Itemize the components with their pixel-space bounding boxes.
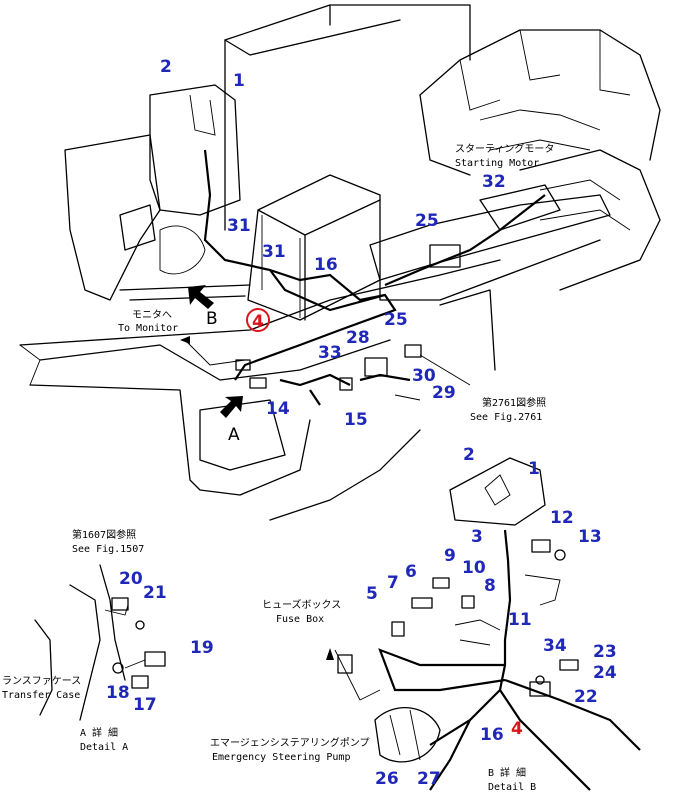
callout-b-26: 26 — [375, 769, 399, 789]
callout-b-27: 27 — [417, 769, 441, 789]
detail-a-title-jp: A 詳 細 — [80, 726, 118, 739]
callout-b-5: 5 — [366, 584, 378, 604]
callout-2: 2 — [160, 57, 172, 77]
callout-20: 20 — [119, 569, 143, 589]
detail-a-drawing — [34, 564, 166, 721]
starting-motor-label-jp: スターティングモータ — [455, 142, 554, 155]
detail-b-callouts: 2 1 3 12 13 9 10 7 6 5 8 11 34 23 24 22 … — [366, 445, 617, 789]
callout-29: 29 — [432, 383, 456, 403]
callout-b-2: 2 — [463, 445, 475, 465]
fuse-box-label-en: Fuse Box — [276, 614, 324, 625]
frame-drawing — [19, 259, 501, 521]
main-annotations: スターティングモータ Starting Motor モニタへ To Monito… — [118, 142, 554, 423]
fuse-box-pointer-icon — [326, 648, 334, 660]
callout-b-23: 23 — [593, 642, 617, 662]
callout-28: 28 — [346, 328, 370, 348]
callout-25a: 25 — [415, 211, 439, 231]
callout-b-4-highlight: 4 — [511, 719, 523, 739]
battery-box-drawing — [247, 174, 381, 321]
transfer-case-label-jp: ランスファケース — [2, 675, 81, 687]
highlight-ring-4 — [246, 308, 270, 332]
fig1507-label-en: See Fig.1507 — [72, 544, 144, 555]
callout-14: 14 — [266, 399, 290, 419]
detail-a-title-en: Detail A — [80, 742, 128, 753]
fig2761-label-en: See Fig.2761 — [470, 412, 542, 423]
callout-b-6: 6 — [405, 562, 417, 582]
callout-21: 21 — [143, 583, 167, 603]
callout-b-9: 9 — [444, 546, 456, 566]
callout-1: 1 — [233, 71, 245, 91]
fuse-box-label-jp: ヒューズボックス — [262, 598, 341, 611]
callout-b-34: 34 — [543, 636, 567, 656]
detail-b-title-en: Detail B — [488, 782, 536, 793]
callout-25b: 25 — [384, 310, 408, 330]
callout-b-12: 12 — [550, 508, 574, 528]
detail-a-annotations: 第1607図参照 See Fig.1507 ランスファケース Transfer … — [2, 528, 144, 753]
callout-30: 30 — [412, 366, 436, 386]
callout-b-7: 7 — [387, 573, 399, 593]
view-b-letter: B — [206, 309, 218, 329]
transfer-case-label-en: Transfer Case — [2, 690, 80, 701]
callout-b-10: 10 — [462, 558, 486, 578]
fig2761-label-jp: 第2761図参照 — [482, 396, 546, 409]
callout-b-16: 16 — [480, 725, 504, 745]
starting-motor-label-en: Starting Motor — [455, 158, 539, 169]
callout-31b: 31 — [262, 242, 286, 262]
callout-b-13: 13 — [578, 527, 602, 547]
engine-block-drawing — [224, 4, 661, 301]
detail-a-callouts: 20 21 19 18 17 — [106, 569, 214, 715]
detail-b-title-jp: B 詳 細 — [488, 766, 526, 779]
callout-33: 33 — [318, 343, 342, 363]
callout-16: 16 — [314, 255, 338, 275]
callout-b-11: 11 — [508, 610, 532, 630]
callout-18: 18 — [106, 683, 130, 703]
view-b-arrow-icon — [188, 285, 214, 309]
monitor-label-jp: モニタへ — [132, 309, 172, 321]
callout-32: 32 — [482, 172, 506, 192]
detail-b-drawing — [326, 457, 641, 791]
main-harness — [184, 149, 546, 406]
monitor-arrow-icon — [180, 336, 190, 344]
pump-label-jp: エマージェンシステアリングポンプ — [210, 736, 370, 749]
callout-b-3: 3 — [471, 527, 483, 547]
pump-label-en: Emergency Steering Pump — [212, 752, 350, 763]
callout-17: 17 — [133, 695, 157, 715]
callout-b-22: 22 — [574, 687, 598, 707]
detail-b-annotations: ヒューズボックス Fuse Box エマージェンシステアリングポンプ Emerg… — [210, 598, 536, 793]
callout-b-8: 8 — [484, 576, 496, 596]
view-a-arrow-icon — [220, 396, 243, 418]
callout-b-1: 1 — [528, 459, 540, 479]
fig1507-label-jp: 第1607図参照 — [72, 528, 136, 541]
callout-19: 19 — [190, 638, 214, 658]
monitor-label-en: To Monitor — [118, 323, 178, 334]
main-callouts: 1 2 31 31 16 25 25 32 4 28 33 30 29 14 1… — [160, 57, 506, 430]
callout-4-highlight: 4 — [252, 312, 264, 332]
callout-b-24: 24 — [593, 663, 617, 683]
callout-31a: 31 — [227, 216, 251, 236]
view-a-letter: A — [228, 425, 240, 445]
callout-15: 15 — [344, 410, 368, 430]
cab-drawing — [64, 84, 241, 301]
